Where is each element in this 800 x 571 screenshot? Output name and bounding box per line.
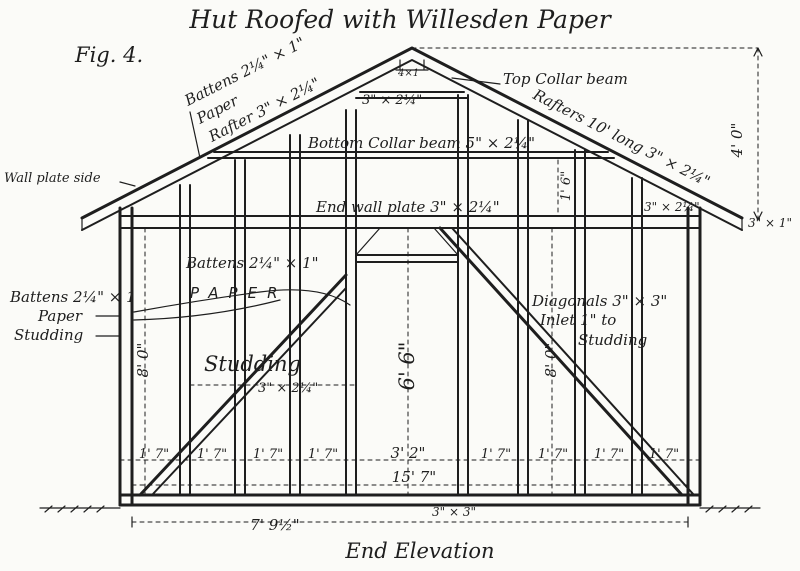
dim-wall-height: 8' 0" (134, 343, 152, 378)
door-head (355, 254, 459, 263)
right-corner-post (686, 206, 702, 507)
dim-gable-height: 1' 6" (559, 171, 574, 201)
roof-rise-arrows (753, 47, 763, 221)
leader-wall-plate-side (119, 181, 136, 187)
door-post-left (345, 109, 357, 496)
roof-inner-edge (81, 59, 743, 231)
stud (234, 159, 246, 496)
label-bottom-collar-beam: Bottom Collar beam 5" × 2¼" (307, 134, 535, 152)
dim-inner-width: 15' 7" (392, 468, 436, 486)
stud (289, 134, 301, 496)
dim-right-height: 8' 0" (542, 343, 560, 378)
label-right-plate-size: 3" × 2¼" (644, 200, 700, 214)
label-top-collar-beam: Top Collar beam (503, 70, 628, 88)
dim-bay: 1' 7" (538, 447, 568, 462)
dim-bay: 1' 7" (253, 447, 283, 462)
paper-join-line (133, 299, 281, 321)
label-end-wall-plate: End wall plate 3" × 2¼" (315, 198, 500, 216)
ground-hatching (44, 505, 753, 513)
label-ridge-mark: 4×1 (397, 68, 419, 79)
label-paper-mid: PAPER (190, 284, 288, 302)
dim-bay: 1' 7" (308, 447, 338, 462)
label-battens-mid: Battens 2¼" × 1" (185, 254, 319, 272)
label-collar-size: 3" × 2¼" (362, 93, 422, 108)
label-battens-left: Battens 2¼" × 1 (9, 288, 136, 306)
dim-roof-rise: 4' 0" (728, 123, 746, 159)
dim-bay: 1' 7" (197, 447, 227, 462)
caption-end-elevation: End Elevation (344, 539, 494, 563)
dim-door-width: 3' 2" (391, 444, 426, 462)
stud (574, 149, 586, 496)
label-studding-left: Studding (14, 326, 83, 344)
eave-ends (81, 217, 743, 231)
label-studding-centre: Studding (204, 352, 301, 376)
label-sill-size: 3" × 3" (432, 505, 476, 519)
roof (80, 46, 763, 231)
label-wall-plate-side: Wall plate side (4, 171, 101, 186)
dim-bay: 1' 7" (139, 447, 169, 462)
title: Hut Roofed with Willesden Paper (188, 5, 612, 34)
figure-number: Fig. 4. (74, 43, 143, 67)
top-collar-beam (355, 91, 469, 99)
bottom-collar-beam (207, 151, 615, 159)
label-paper-left: Paper (37, 307, 83, 325)
diagonal-brace-right-inner (451, 227, 695, 496)
diagonal-brace-left (138, 273, 348, 497)
leader-top-collar (451, 77, 501, 85)
leader-lines (95, 77, 501, 337)
wall-frame (39, 94, 761, 513)
dim-bay: 1' 7" (481, 447, 511, 462)
label-studding-size: 3" × 2¼" (258, 381, 318, 396)
roof-rise-dimension-line (411, 47, 759, 221)
leader-battens (189, 111, 201, 159)
label-diagonals: Diagonals 3" × 3" (531, 292, 667, 310)
door-head-braces (355, 227, 459, 256)
label-rafters: Rafters 10' long 3" × 2¼" (529, 85, 713, 190)
dim-door-height: 6' 6" (395, 342, 419, 391)
dim-overall-width: 7' 9½" (250, 516, 299, 534)
door-post-right (457, 94, 469, 496)
label-inlet: Inlet 1" to (539, 311, 616, 329)
dim-bay: 1' 7" (649, 447, 679, 462)
stud (517, 119, 529, 496)
end-wall-plate (119, 215, 701, 229)
sill-plate (118, 493, 702, 507)
diagonal-brace-right (438, 226, 684, 497)
label-eave-size: 3" × 1" (748, 216, 792, 230)
left-corner-post (118, 206, 134, 507)
paper-join-line (133, 289, 351, 313)
dimension-lines (119, 159, 701, 528)
label-studding-right: Studding (578, 331, 647, 349)
overall-width-ticks (131, 516, 689, 528)
stud (631, 177, 643, 496)
ridge-piece (395, 59, 429, 71)
dim-bay: 1' 7" (594, 447, 624, 462)
